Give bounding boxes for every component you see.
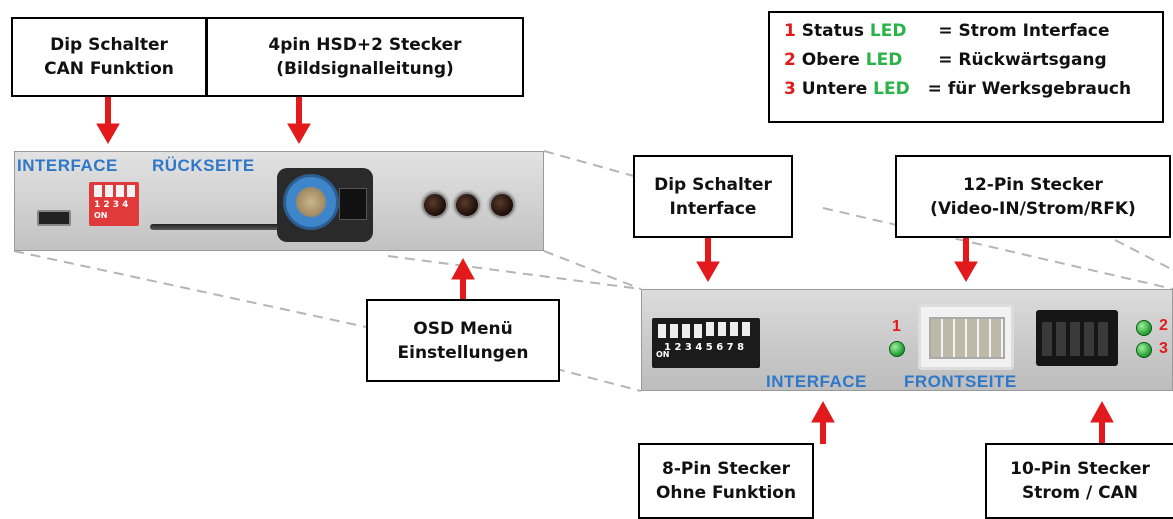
legend-led: LED [869,21,907,41]
osd-button-2 [454,192,480,218]
hsd-socket [277,168,373,242]
arrow-pin8 [811,400,835,444]
legend-led: LED [865,50,903,70]
led-number-2: 2 [1159,317,1168,334]
arrow-dip-interface [696,238,720,282]
callout-line: Einstellungen [397,342,529,363]
front-label-side: FRONTSEITE [904,372,1017,391]
arrow-hsd [287,96,311,144]
video-cable [150,224,350,230]
interface-back-panel: INTERFACE RÜCKSEITE 1 2 3 4 ON [14,151,544,251]
dip-switch-8: 1 2 3 4 5 6 7 8 ON [652,318,760,368]
callout-line: Strom / CAN [1021,483,1139,503]
legend-number: 2 [784,50,796,70]
legend-led: LED [873,79,910,99]
front-label-interface: INTERFACE [766,372,867,391]
back-label-side: RÜCKSEITE [152,156,255,175]
callout-line: 8-Pin Stecker [662,459,790,479]
callout-line: (Video-IN/Strom/RFK) [930,198,1136,219]
legend-meaning: = für Werksgebrauch [927,79,1132,99]
callout-line: (Bildsignalleitung) [276,59,454,79]
osd-button-1 [422,192,448,218]
dip-numbers: 1 2 3 4 [94,200,129,210]
pin10-socket [1036,310,1118,366]
projection-line [387,255,642,290]
led-number-3: 3 [1159,340,1168,357]
mini-usb-port [37,210,71,226]
pin12-socket [918,304,1014,370]
legend-meaning: = Rückwärtsgang [938,50,1107,70]
upper-led [1136,320,1152,336]
callout-pin8: 8-Pin Stecker Ohne Funktion [638,443,814,519]
lower-led [1136,342,1152,358]
projection-line [543,150,642,179]
led-legend: 1 Status LED = Strom Interface 2 Obere L… [768,11,1164,123]
callout-line: 12-Pin Stecker [963,174,1103,195]
dip-switch-4: 1 2 3 4 ON [89,182,139,226]
callout-osd: OSD Menü Einstellungen [366,299,560,382]
callout-pin10: 10-Pin Stecker Strom / CAN [985,443,1173,519]
callout-line: Dip Schalter [50,35,168,55]
legend-row: 3 Untere LED = für Werksgebrauch [784,75,1162,104]
led-number-1: 1 [892,318,901,335]
callout-line: Dip Schalter [654,174,772,195]
callout-dip-interface: Dip Schalter Interface [633,155,793,238]
callout-line: 4pin HSD+2 Stecker [268,35,462,55]
legend-prefix: Status [801,21,870,41]
callout-pin12: 12-Pin Stecker (Video-IN/Strom/RFK) [895,155,1171,238]
arrow-pin10 [1090,400,1114,444]
hsd-connector [283,174,339,230]
callout-line: CAN Funktion [44,59,174,79]
status-led [889,341,905,357]
callout-line: 10-Pin Stecker [1010,459,1150,479]
projection-line [1114,239,1173,271]
callout-line: Ohne Funktion [655,483,797,503]
dip-on-label: ON [94,211,108,220]
interface-front-panel: 1 2 3 4 5 6 7 8 ON 1 2 3 INTERFACE FRONT… [641,289,1173,391]
arrow-dip-can [96,96,120,144]
projection-line [543,250,642,290]
projection-line [13,250,381,331]
legend-row: 1 Status LED = Strom Interface [784,17,1162,46]
arrow-osd [451,257,475,300]
dip-on-label: ON [656,350,670,359]
projection-line [822,207,1173,290]
legend-number: 3 [784,79,796,99]
legend-row: 2 Obere LED = Rückwärtsgang [784,46,1162,75]
dip-numbers: 1 2 3 4 5 6 7 8 [664,342,745,353]
legend-prefix: Obere [801,50,866,70]
callout-line: Interface [669,198,757,219]
callout-dip-can: Dip Schalter CAN Funktion [11,17,207,97]
callout-hsd: 4pin HSD+2 Stecker (Bildsignalleitung) [206,17,524,97]
back-label-interface: INTERFACE [17,156,118,175]
legend-number: 1 [784,21,796,41]
callout-line: OSD Menü [413,318,513,339]
legend-prefix: Untere [801,79,874,99]
arrow-pin12 [954,238,978,282]
legend-meaning: = Strom Interface [938,21,1110,41]
osd-button-3 [489,192,515,218]
